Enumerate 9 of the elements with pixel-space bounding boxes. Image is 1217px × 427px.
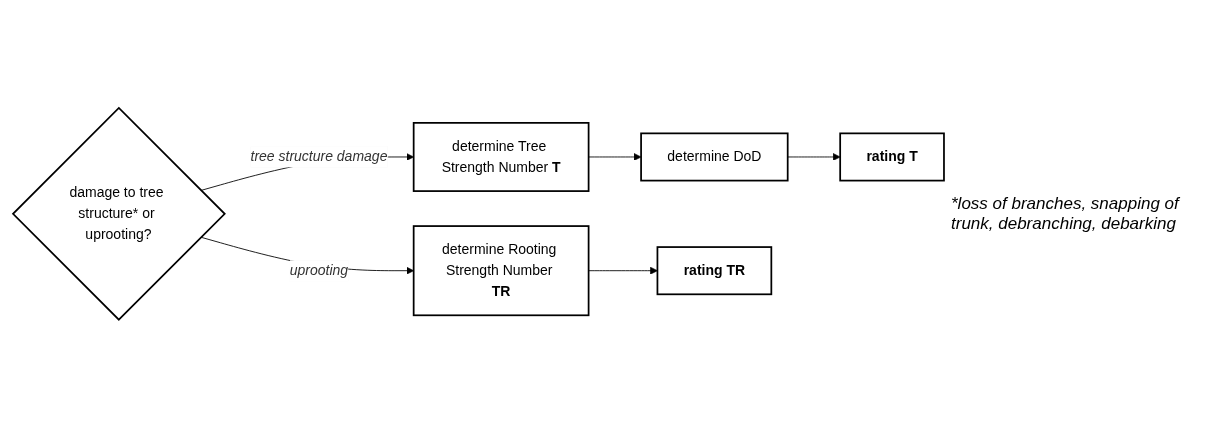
node-box: rating T (839, 132, 945, 182)
edge-label: uprooting (289, 262, 349, 278)
node-box: determine Rooting Strength Number TR (412, 224, 590, 316)
node-box: rating TR (656, 245, 773, 295)
node-box: determine DoD (640, 132, 789, 182)
node-box: determine Tree Strength Number T (412, 121, 590, 192)
node-diamond: damage to tree structure* or uprooting? (11, 106, 226, 321)
edge-label: tree structure damage (250, 148, 388, 164)
footnote: *loss of branches, snapping of trunk, debranching, debarking (951, 193, 1181, 234)
